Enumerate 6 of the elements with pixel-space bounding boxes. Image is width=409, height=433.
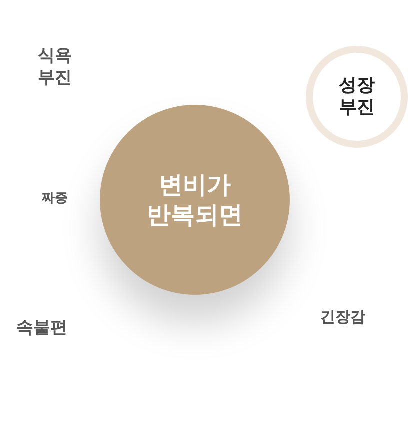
circle-label: 변비가 반복되면: [146, 170, 244, 230]
symptom-label: 속불편: [16, 317, 68, 340]
symptom-label: 긴장감: [320, 308, 366, 328]
symptom-label: 짜증: [41, 191, 69, 208]
circle-label: 성장 부진: [338, 74, 376, 120]
symptom-label: 식욕 부진: [37, 45, 73, 90]
